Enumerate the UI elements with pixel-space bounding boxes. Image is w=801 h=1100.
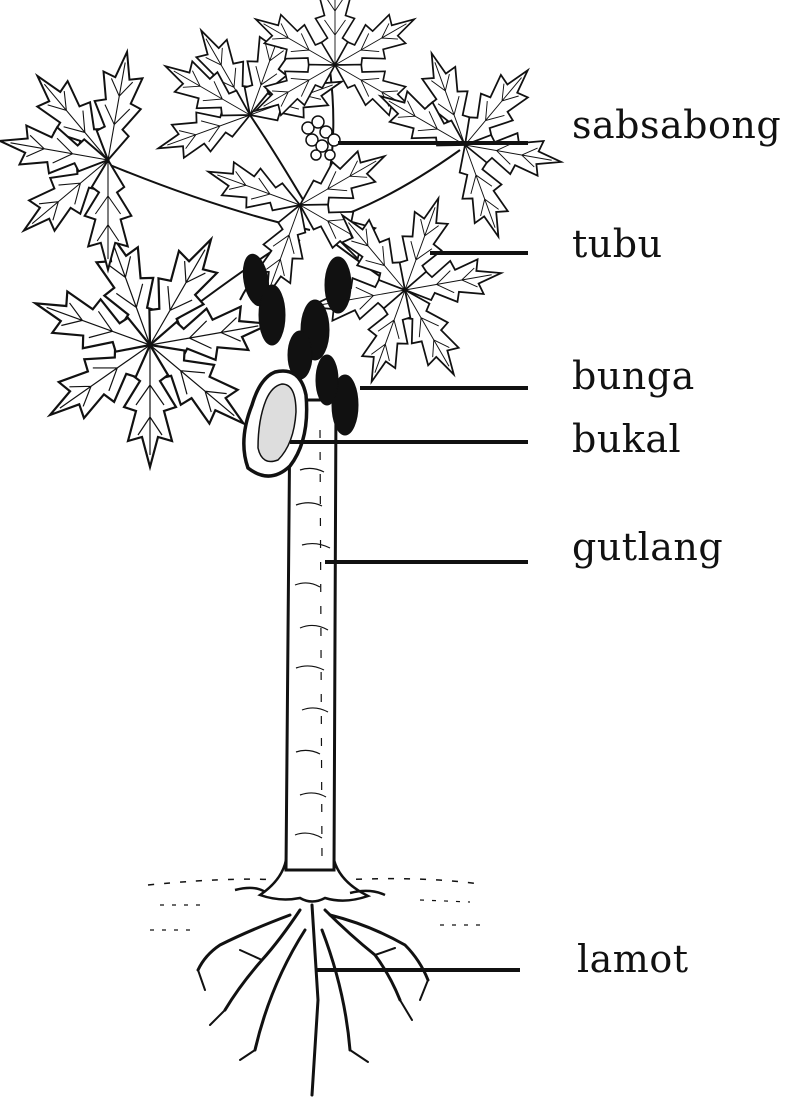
label-lamot: lamot bbox=[577, 940, 689, 978]
leaf-upper-left bbox=[0, 48, 150, 270]
label-bukal: bukal bbox=[572, 420, 681, 458]
leaf-left bbox=[26, 221, 274, 467]
trunk bbox=[286, 400, 336, 870]
roots bbox=[198, 905, 428, 1095]
label-bunga: bunga bbox=[572, 357, 695, 395]
label-sabsabong: sabsabong bbox=[572, 106, 781, 144]
label-tubu: tubu bbox=[572, 225, 663, 263]
label-gutlang: gutlang bbox=[572, 528, 723, 566]
